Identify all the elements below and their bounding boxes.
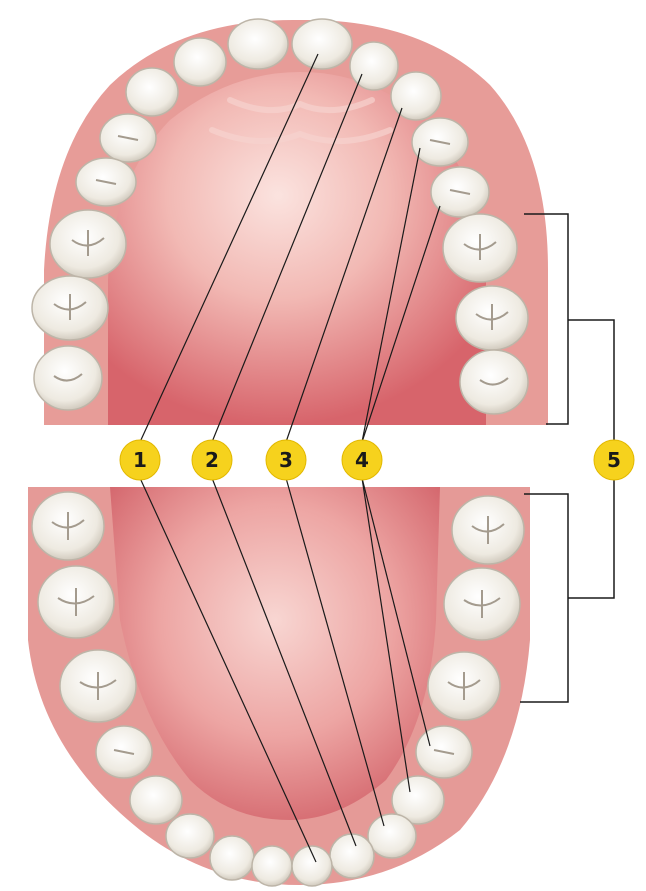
upper-teeth: [31, 18, 529, 415]
label-badge-3-text: 3: [279, 448, 293, 472]
leader-line-2-lower: [211, 477, 357, 847]
upper-central-incisor-left: [227, 18, 289, 70]
label-badge-4: 4: [341, 439, 383, 481]
lower-lateral-incisor-left: [209, 835, 255, 881]
label-badge-5: 5: [593, 439, 635, 481]
label-badge-4-text: 4: [355, 448, 369, 472]
lower-canine-right: [367, 813, 417, 859]
label-badge-2: 2: [191, 439, 233, 481]
leader-line-4b-lower: [361, 477, 431, 747]
label-badge-1: 1: [119, 439, 161, 481]
lower-molar-bracket: [520, 478, 615, 703]
upper-molar-bracket: [524, 213, 615, 442]
upper-lateral-incisor-left: [173, 37, 227, 87]
upper-central-incisor-right: [291, 18, 353, 70]
lower-premolar-1-left: [129, 775, 183, 825]
upper-molar-3-left: [33, 345, 103, 411]
lower-teeth: [31, 491, 525, 887]
lower-molar-fissures: [51, 512, 505, 755]
upper-canine-right: [390, 71, 442, 121]
lower-lateral-incisor-right: [329, 833, 375, 879]
label-badge-3: 3: [265, 439, 307, 481]
molar-brackets: [520, 213, 615, 703]
lower-palate: [110, 487, 440, 820]
label-badge-1-text: 1: [133, 448, 147, 472]
upper-arch: [31, 18, 548, 426]
label-badge-2-text: 2: [205, 448, 219, 472]
leader-line-4a-lower: [361, 477, 411, 793]
leader-line-4b-upper: [361, 205, 441, 443]
leader-line-3-lower: [285, 477, 385, 827]
lower-arch: [28, 487, 530, 887]
label-badge-5-text: 5: [607, 448, 621, 472]
upper-lateral-incisor-right: [349, 41, 399, 91]
leader-lines: [139, 53, 441, 863]
lower-central-incisor-left: [251, 845, 293, 887]
upper-canine-left: [125, 67, 179, 117]
leader-line-3-upper: [285, 107, 403, 443]
leader-line-1-upper: [139, 53, 319, 443]
leader-line-4a-upper: [361, 147, 421, 443]
leader-line-1-lower: [139, 477, 317, 863]
leader-line-2-upper: [211, 73, 363, 443]
upper-molar-fissures: [53, 135, 509, 386]
separator-band: [0, 425, 646, 487]
lower-central-incisor-right: [291, 845, 333, 887]
upper-palate: [108, 72, 486, 425]
lower-canine-left: [165, 813, 215, 859]
lower-premolar-1-right: [391, 775, 445, 825]
upper-molar-3-right: [459, 349, 529, 415]
